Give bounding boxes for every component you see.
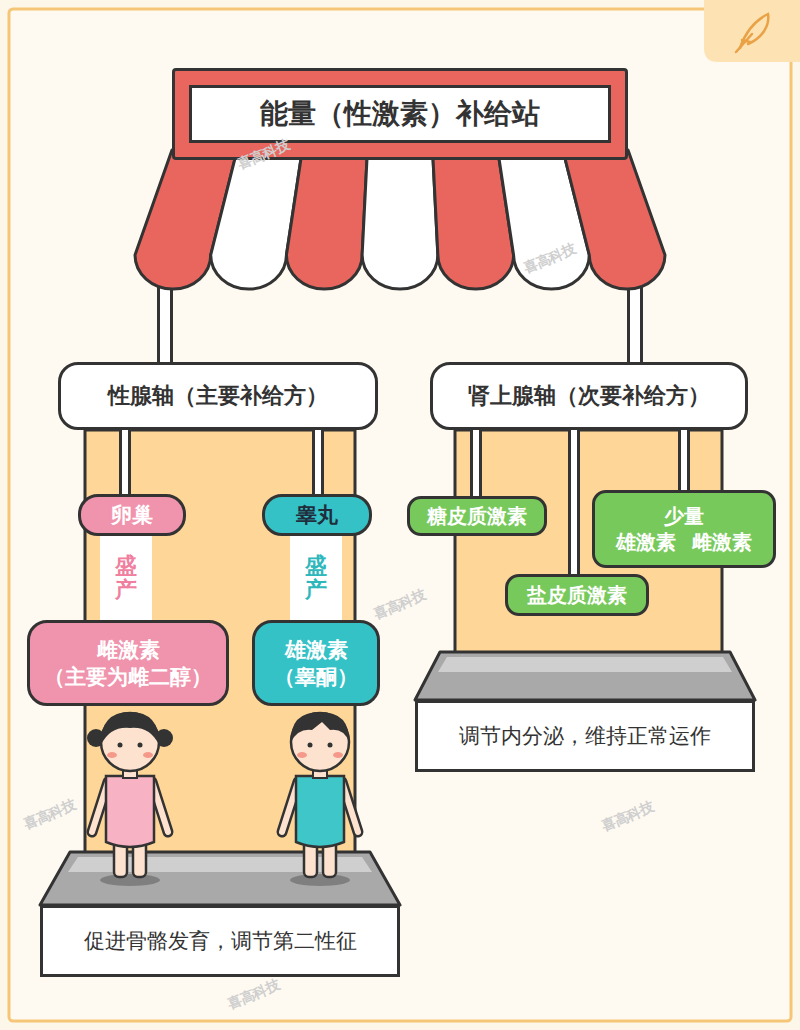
cheek: [143, 752, 153, 758]
node-label: 性腺轴（主要补给方）: [108, 382, 328, 411]
hanging-string: [574, 430, 575, 574]
connector-outline: [312, 430, 324, 494]
organ-pill: 睾丸: [262, 494, 372, 536]
connector-fill: [122, 430, 128, 494]
node-label: 卵巢: [111, 501, 153, 528]
connector-outline: [678, 430, 690, 490]
feather-icon: [736, 34, 752, 52]
connector-fill: [315, 430, 321, 494]
hanging-string: [684, 430, 685, 490]
girl-figure: [87, 712, 173, 886]
node-label: 促进骨骼发育，调节第二性征: [84, 927, 357, 954]
hair: [291, 712, 349, 742]
head: [101, 713, 159, 771]
node-label: 雌激素: [97, 636, 160, 663]
page-frame: [9, 9, 791, 1021]
connector-outline: [568, 430, 580, 574]
watermark: 喜高科技: [225, 976, 284, 1014]
watermark: 喜高科技: [599, 798, 658, 836]
cheek: [297, 752, 307, 758]
node-label: （睾酮）: [274, 663, 358, 690]
node-label: 少量: [664, 503, 704, 529]
produce-strip: 盛产: [290, 536, 342, 620]
node-label: 雄激素 雌激素: [616, 529, 752, 555]
watermark: 喜高科技: [21, 796, 80, 834]
hormone-box: 雌激素（主要为雌二醇）: [27, 620, 229, 706]
hormone-box: 盐皮质激素: [505, 574, 649, 616]
hormone-box: 雄激素（睾酮）: [252, 620, 380, 706]
node-label: （主要为雌二醇）: [44, 663, 212, 690]
hormone-box: 糖皮质激素: [407, 496, 547, 536]
node-label: 睾丸: [296, 501, 338, 528]
connector-fill: [681, 430, 687, 490]
connector-outline: [119, 430, 131, 494]
hanging-string: [476, 430, 477, 496]
hanging-string: [318, 430, 319, 494]
watermark: 喜高科技: [371, 586, 430, 624]
axis-box: 肾上腺轴（次要补给方）: [430, 362, 748, 430]
boy-figure: [282, 712, 358, 886]
title-sign: 能量（性激素）补给站: [172, 68, 628, 160]
connector-fill: [571, 430, 577, 574]
node-label: 盐皮质激素: [527, 582, 627, 608]
vertical-label: 盛产: [115, 554, 137, 602]
node-label: 肾上腺轴（次要补给方）: [468, 382, 710, 411]
connector-fill: [473, 430, 479, 496]
organ-pill: 卵巢: [78, 494, 186, 536]
eye: [308, 743, 313, 748]
hormone-box: 少量雄激素 雌激素: [592, 490, 776, 568]
hanging-string: [125, 430, 126, 494]
node-label: 调节内分泌，维持正常运作: [459, 722, 711, 749]
awning-stripe: [563, 150, 665, 289]
produce-strip: 盛产: [100, 536, 152, 620]
shadow: [100, 874, 160, 886]
hair: [101, 712, 159, 745]
effect-box: 调节内分泌，维持正常运作: [415, 700, 755, 772]
cheek: [333, 752, 343, 758]
eye: [118, 743, 123, 748]
eye: [328, 743, 333, 748]
node-label: 能量（性激素）补给站: [189, 85, 611, 143]
cheek: [107, 752, 117, 758]
swimsuit: [296, 776, 344, 847]
node-label: 糖皮质激素: [427, 503, 527, 529]
corner-tab: [704, 0, 800, 62]
swimsuit: [106, 776, 154, 847]
shadow: [290, 874, 350, 886]
head: [291, 713, 349, 771]
axis-box: 性腺轴（主要补给方）: [58, 362, 378, 430]
eye: [138, 743, 143, 748]
right-stage: [415, 652, 755, 700]
vertical-label: 盛产: [305, 554, 327, 602]
node-label: 雄激素: [285, 636, 348, 663]
right-stage-top: [438, 657, 732, 672]
awning-stripe: [362, 150, 438, 289]
awning-stripe: [286, 150, 367, 289]
watermark: 喜高科技: [521, 240, 580, 278]
connector-outline: [470, 430, 482, 496]
effect-box: 促进骨骼发育，调节第二性征: [40, 905, 400, 977]
left-stage: [40, 852, 400, 905]
